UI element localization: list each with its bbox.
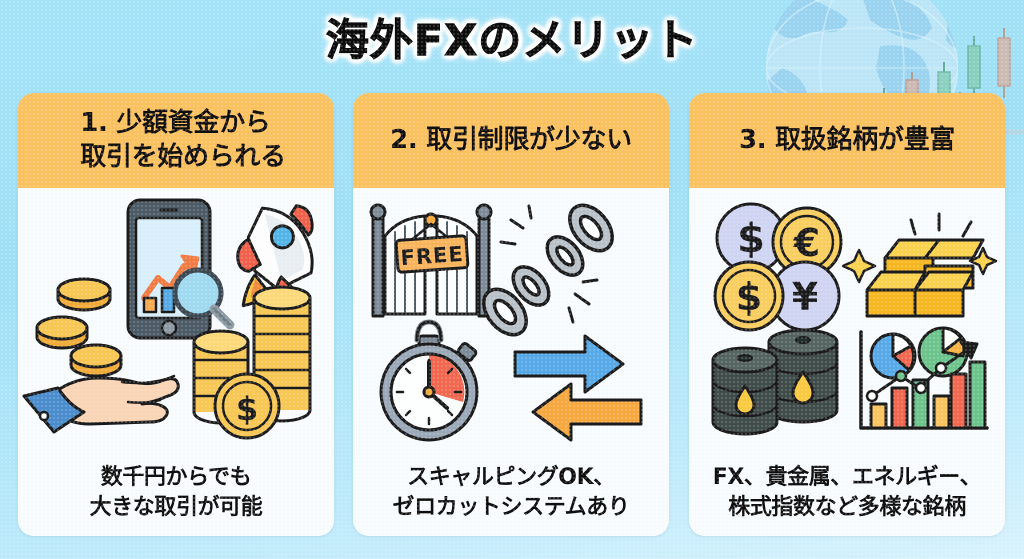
card-3-body: $ € ¥ $ [689,188,1005,536]
card-3-caption-line2: 株式指数など多様な銘柄 [728,494,966,520]
card-2-caption-line1: スキャルピングOK、 [407,465,615,491]
benefit-card-1: 1. 少額資金から 取引を始められる [18,93,334,536]
card-1-caption-line1: 数千円からでも [100,465,252,491]
bar-chart-icon [859,326,989,430]
card-2-header-text: 2. 取引制限が少ない [390,124,632,155]
card-1-header-text: 1. 少額資金から 取引を始められる [66,107,286,174]
card-3-caption: FX、貴金属、エネルギー、 株式指数など多様な銘柄 [689,463,1005,522]
svg-text:$: $ [736,275,762,319]
card-1-header-line1: 1. 少額資金から [80,108,271,139]
card-1-header-line2: 取引を始められる [80,141,286,172]
svg-text:FREE: FREE [400,242,465,270]
oil-barrel-icon [711,328,839,436]
card-1-caption-line2: 大きな取引が可能 [89,494,263,520]
benefit-card-3: 3. 取扱銘柄が豊富 $ € ¥ $ [689,93,1005,536]
pie-chart-icon [869,326,969,380]
svg-text:€: € [793,221,820,265]
svg-text:¥: ¥ [792,275,818,319]
open-hand-icon [22,374,180,434]
card-3-header-text: 3. 取扱銘柄が豊富 [738,124,956,155]
broken-chain-icon [482,203,614,337]
card-3-illustration: $ € ¥ $ [711,202,998,436]
card-1-caption: 数千円からでも 大きな取引が可能 [18,463,334,522]
card-2-caption: スキャルピングOK、 ゼロカットシステムあり [353,463,669,522]
svg-text:$: $ [236,390,258,428]
stopwatch-icon [379,319,479,442]
card-1-body: $ 数千円からでも 大きな取引が可能 [18,188,334,536]
open-gate-icon: FREE [369,203,493,318]
currency-coins-icon: $ € ¥ $ [713,202,843,332]
benefit-card-2: 2. 取引制限が少ない [353,93,669,536]
card-2-illustration: FREE [369,203,643,442]
dollar-coin-icon: $ [213,372,281,440]
gold-bars-icon [841,212,998,318]
poster-title: 海外FXのメリット [0,6,1024,68]
card-2-header: 2. 取引制限が少ない [353,93,669,188]
exchange-arrows-icon [513,334,643,442]
falling-coins-icon [35,277,123,378]
svg-text:$: $ [737,216,765,262]
card-3-caption-line1: FX、貴金属、エネルギー、 [712,465,982,491]
card-2-caption-line2: ゼロカットシステムあり [392,494,630,520]
card-2-body: FREE [353,188,669,536]
card-1-illustration: $ [22,198,314,440]
card-3-header: 3. 取扱銘柄が豊富 [689,93,1005,188]
poster-title-text: 海外FXのメリット [325,16,699,67]
card-1-header: 1. 少額資金から 取引を始められる [18,93,334,188]
free-sign-icon: FREE [394,234,470,274]
